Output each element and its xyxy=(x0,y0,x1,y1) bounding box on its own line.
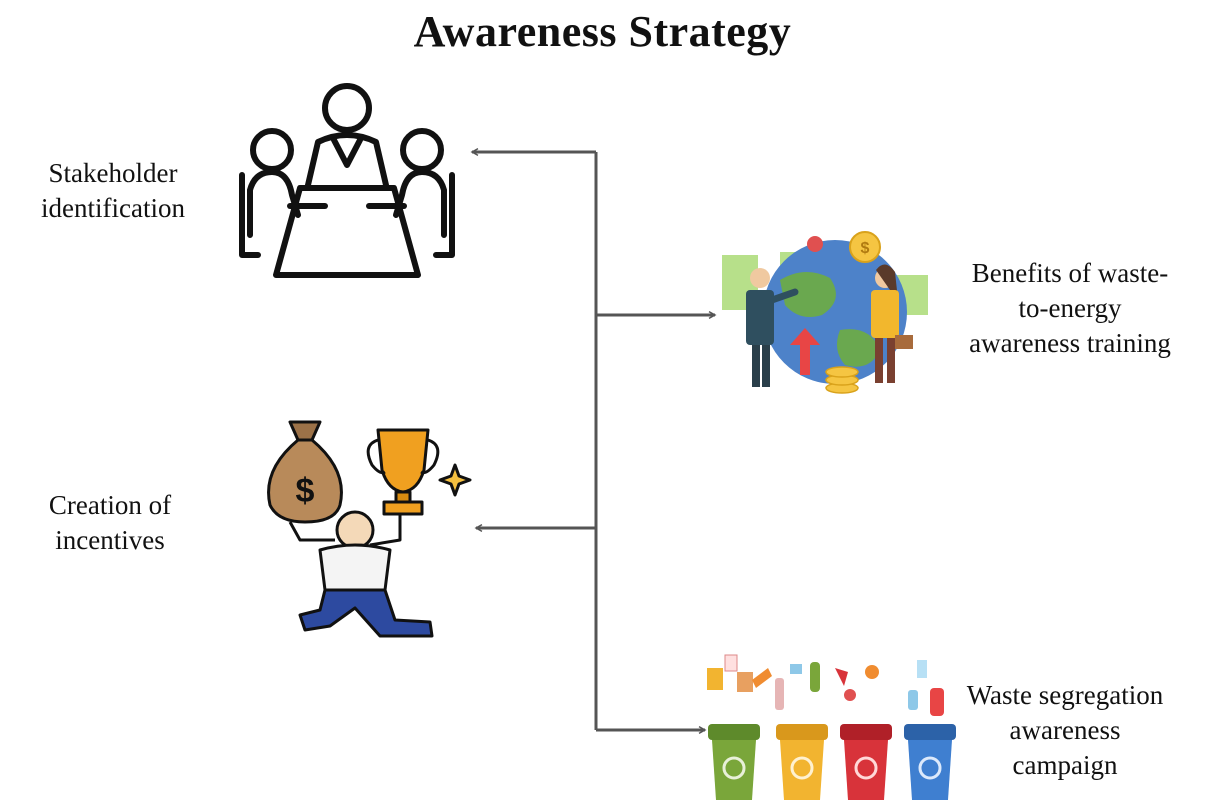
svg-text:$: $ xyxy=(296,472,315,510)
incentives-label: Creation of incentives xyxy=(48,490,172,555)
connector-group xyxy=(472,152,715,730)
benefits-label: Benefits of waste- to-energy awareness t… xyxy=(969,258,1171,358)
green-bin xyxy=(708,724,760,800)
recycling-bins-icon xyxy=(707,654,956,800)
meeting-table-icon xyxy=(239,83,455,278)
blue-bin xyxy=(904,724,956,800)
stakeholder-label: Stakeholder identification xyxy=(41,158,185,223)
red-bin xyxy=(840,724,892,800)
diagram-title: Awareness Strategy xyxy=(413,7,792,56)
yellow-bin xyxy=(776,724,828,800)
segregation-label: Waste segregation awareness campaign xyxy=(966,680,1164,780)
money-trophy-icon: $ xyxy=(267,420,472,638)
svg-text:$: $ xyxy=(861,240,870,257)
globe-business-icon: $ xyxy=(722,231,928,394)
